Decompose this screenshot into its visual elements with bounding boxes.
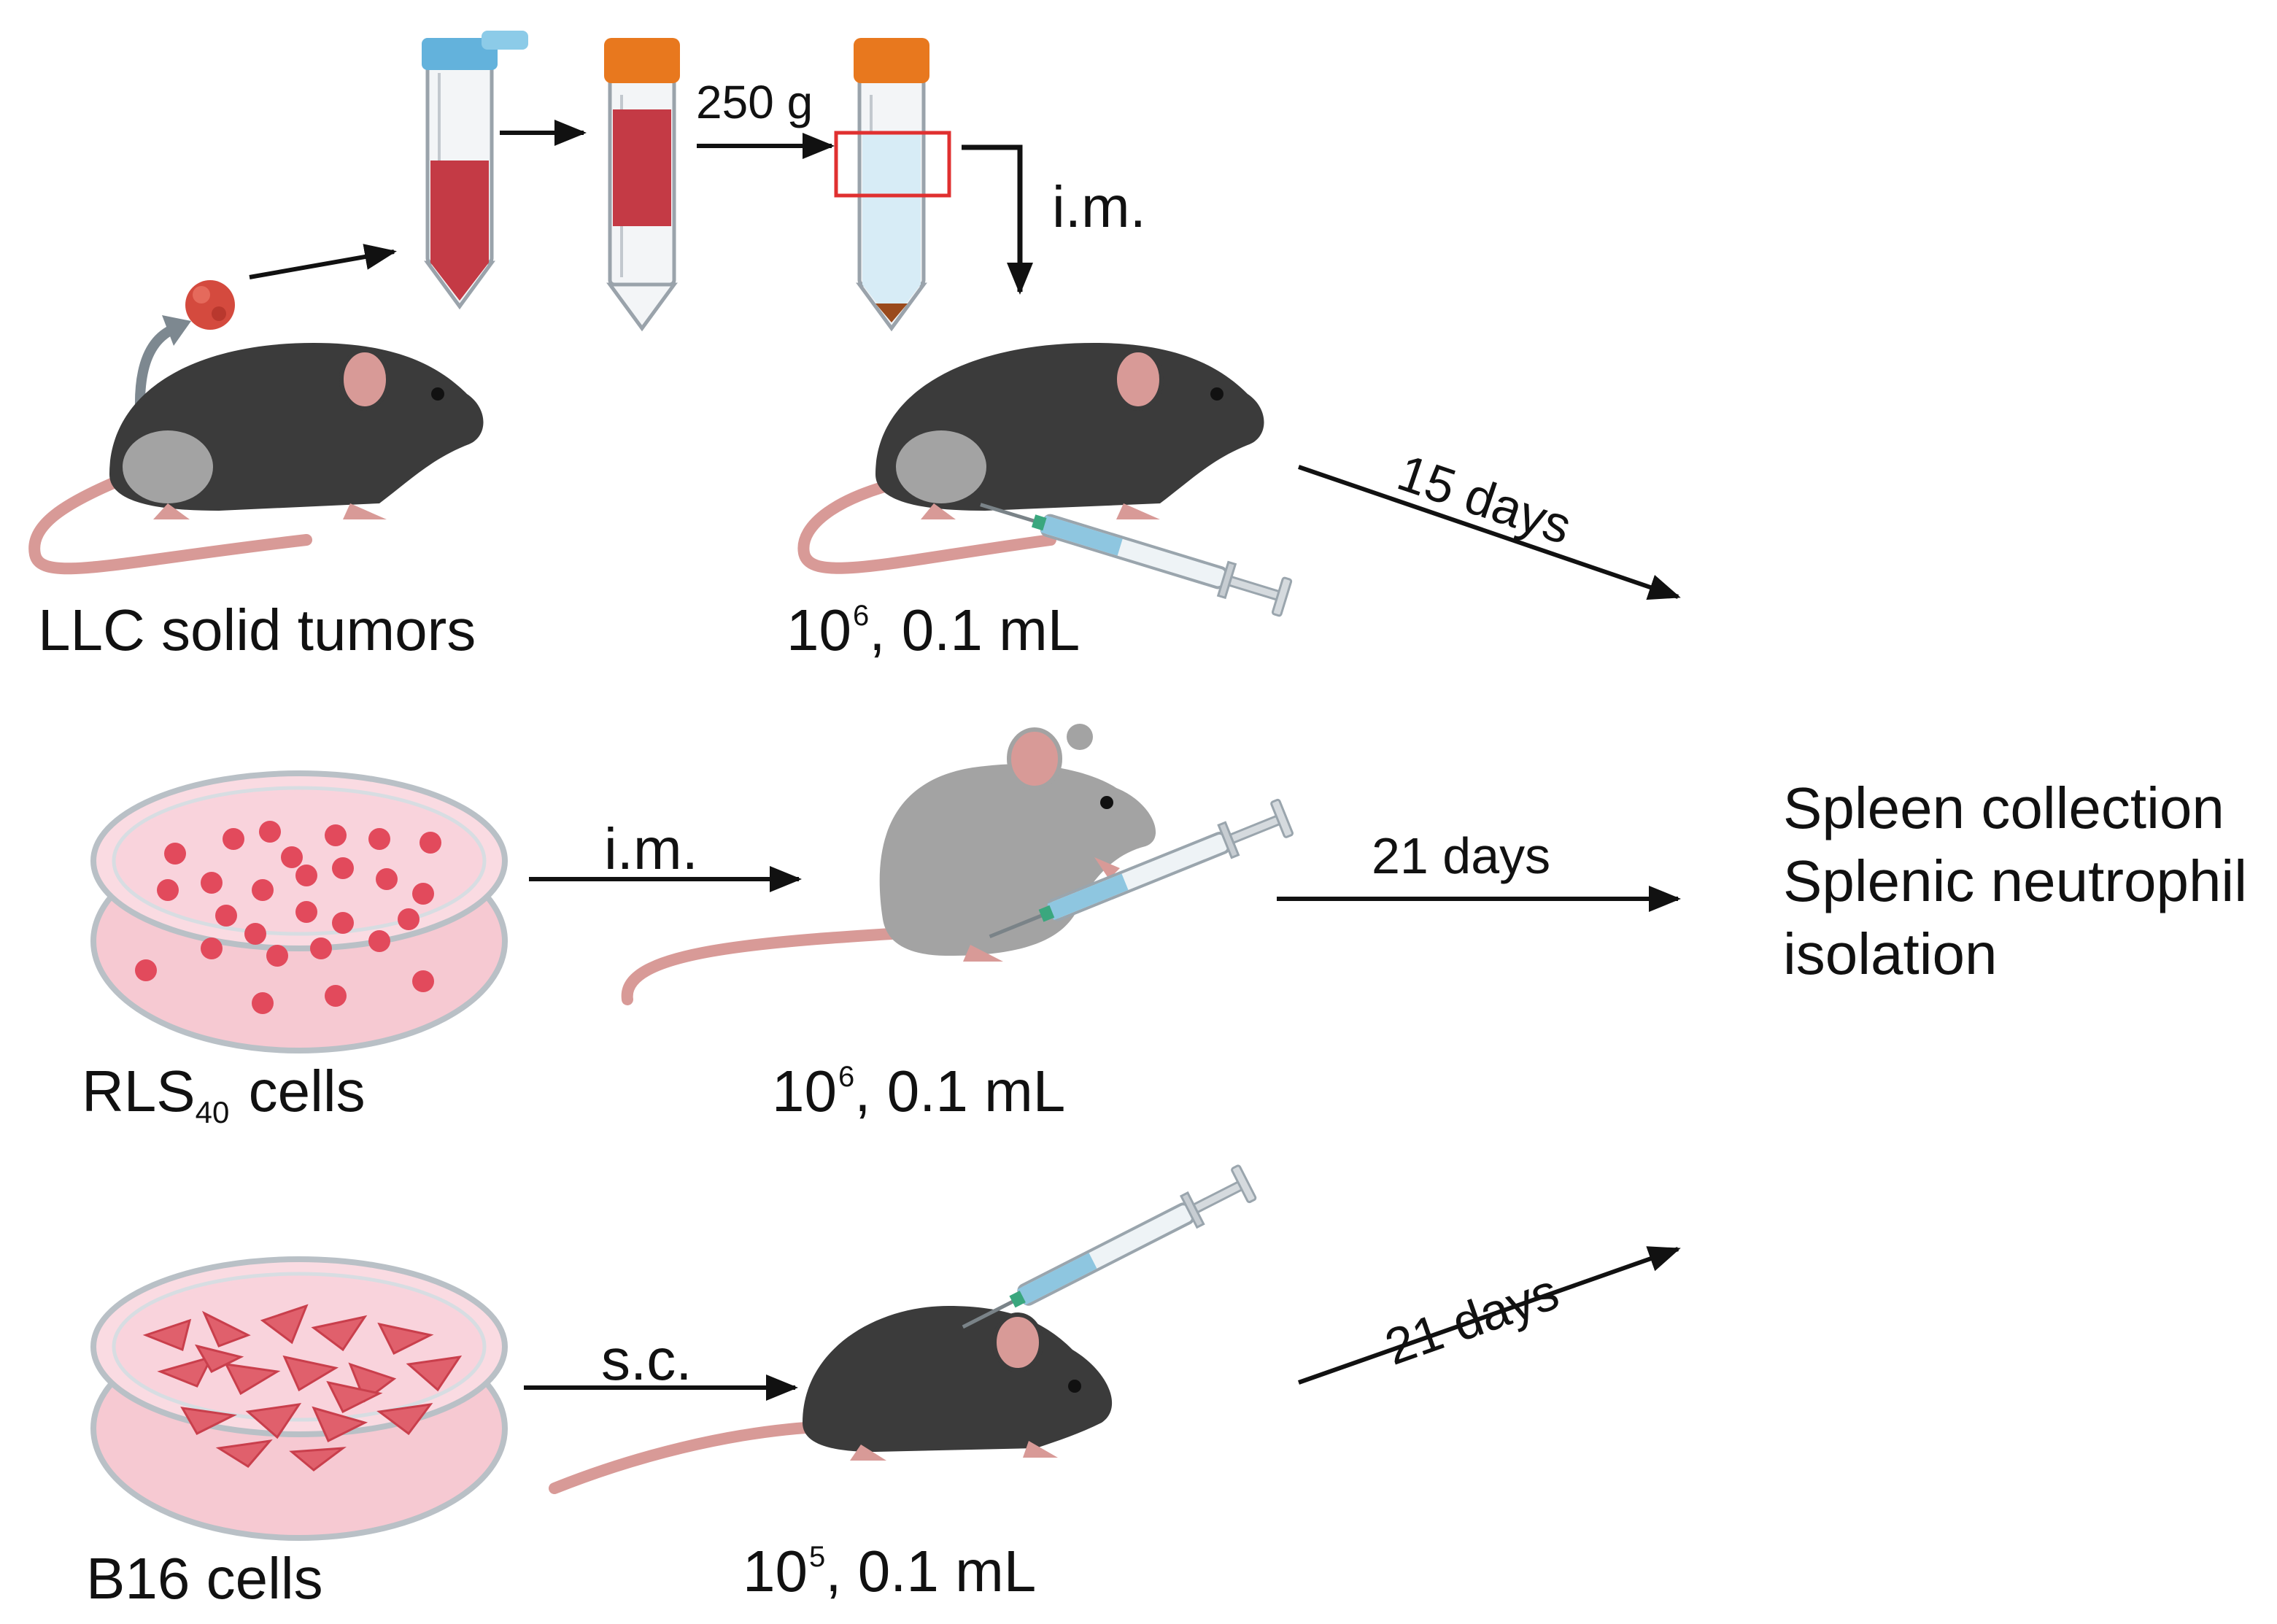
route-label-row3: s.c. bbox=[601, 1327, 692, 1392]
excision-arrow bbox=[134, 323, 177, 409]
centrifuge-speed-label: 250 g bbox=[696, 76, 813, 128]
tube-suspension-icon bbox=[604, 38, 680, 328]
mouse-donor-icon bbox=[28, 343, 484, 575]
b16-source-label: B16 cells bbox=[86, 1546, 323, 1611]
tube-centrifuged-icon bbox=[854, 38, 929, 328]
outcome-line-1: Spleen collection bbox=[1783, 776, 2224, 840]
outcome-line-2: Splenic neutrophil bbox=[1783, 848, 2247, 913]
rls40-source-label: RLS40 cells bbox=[82, 1059, 366, 1129]
supernatant-highlight-box bbox=[834, 131, 951, 198]
excision-arrowhead bbox=[162, 315, 191, 346]
mouse-recipient-3-icon bbox=[549, 1306, 1113, 1494]
b16-cells-group bbox=[142, 1304, 463, 1472]
dose-label-row3: 105, 0.1 mL bbox=[743, 1539, 1037, 1604]
dose-label-row2: 106, 0.1 mL bbox=[772, 1059, 1066, 1124]
route-label-row1: i.m. bbox=[1052, 174, 1146, 239]
tumor-fragment-icon bbox=[185, 280, 235, 330]
route-label-row2: i.m. bbox=[604, 816, 698, 881]
arrow-row3-to-outcome bbox=[1298, 1246, 1681, 1385]
llc-source-label: LLC solid tumors bbox=[38, 598, 476, 662]
outcome-line-3: isolation bbox=[1783, 921, 1998, 986]
petri-dish-b16-icon bbox=[90, 1256, 508, 1541]
duration-label-row2: 21 days bbox=[1372, 827, 1551, 884]
arrow-supernatant-to-mouse bbox=[962, 144, 1033, 295]
petri-dish-rls40-icon bbox=[90, 770, 508, 1053]
tube-homogenate-icon bbox=[422, 31, 528, 306]
dose-label-row1: 106, 0.1 mL bbox=[786, 598, 1080, 662]
arrow-tumor-to-tube bbox=[249, 244, 397, 279]
mouse-recipient-1-icon bbox=[797, 343, 1264, 574]
rls40-cells-group bbox=[135, 821, 441, 1014]
mouse-recipient-2-icon bbox=[621, 724, 1156, 1005]
arrow-row1-to-outcome bbox=[1298, 465, 1681, 600]
